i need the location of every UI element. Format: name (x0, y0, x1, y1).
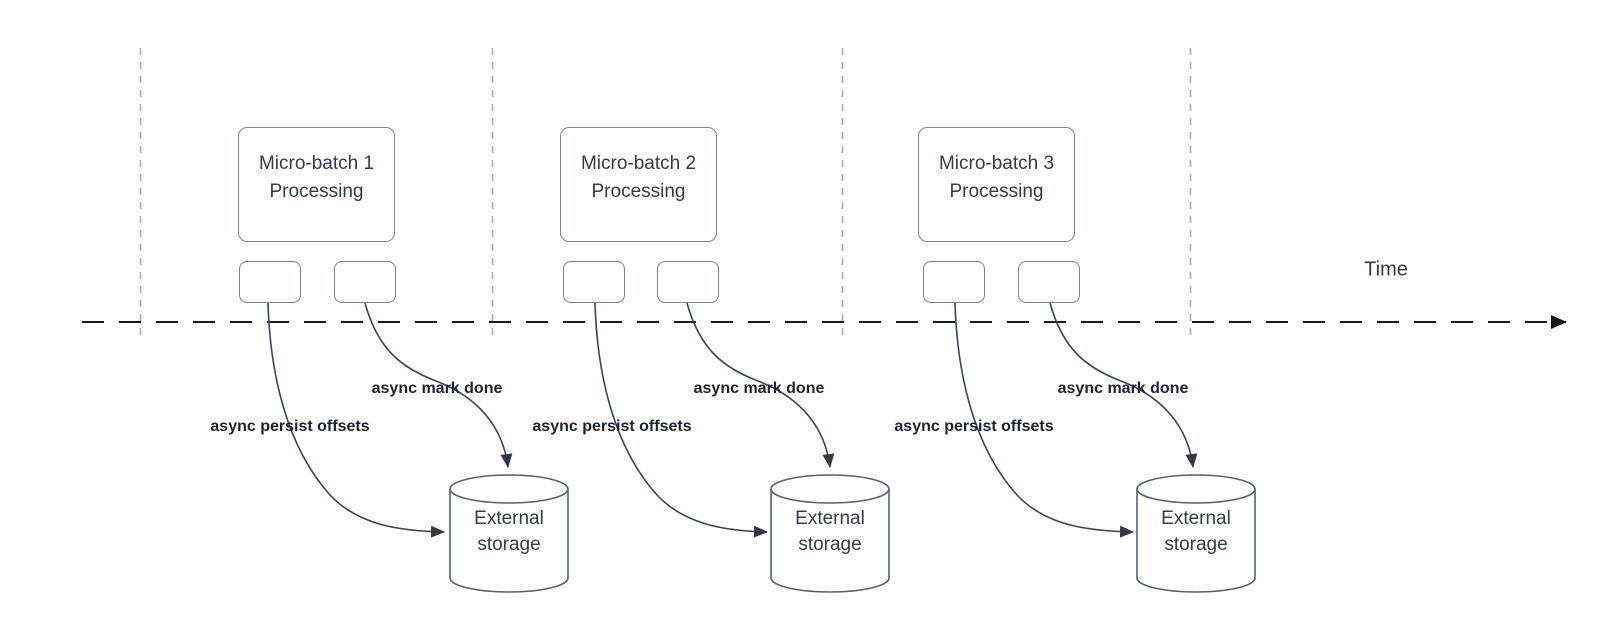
external-storage-cylinder-2 (770, 474, 890, 593)
external-storage-label-3: External storage (1161, 508, 1231, 555)
persist-offsets-label-3: async persist offsets (894, 418, 1054, 435)
micro-batch-2-processing-box: Micro-batch 2 Processing (560, 127, 717, 242)
mark-done-label-2: async mark done (693, 380, 825, 397)
external-storage-label-2: External storage (795, 508, 865, 555)
micro-batch-3-processing-box: Micro-batch 3 Processing (918, 127, 1075, 242)
micro-batch-1-processing-box: Micro-batch 1 Processing (238, 127, 395, 242)
time-axis-label: Time (1364, 258, 1408, 281)
external-storage-cylinder-3 (1136, 474, 1256, 593)
mark-done-label-3: async mark done (1057, 380, 1189, 397)
offset-commit-box-1a (239, 261, 301, 303)
mark-done-arrow-1 (364, 302, 513, 468)
persist-offsets-label-2: async persist offsets (532, 418, 692, 435)
persist-offsets-label-1: async persist offsets (210, 418, 370, 435)
mark-done-label-1: async mark done (371, 380, 503, 397)
offset-commit-box-1b (334, 261, 396, 303)
external-storage-cylinder-1 (449, 474, 569, 593)
persist-offsets-arrow-3 (954, 302, 1134, 538)
offset-commit-box-2a (563, 261, 625, 303)
mark-done-arrow-2 (686, 302, 835, 468)
mark-done-arrow-3 (1049, 302, 1198, 468)
external-storage-label-1: External storage (474, 508, 544, 555)
offset-commit-box-2b (657, 261, 719, 303)
persist-offsets-arrow-1 (267, 302, 445, 538)
offset-commit-box-3a (923, 261, 985, 303)
persist-offsets-arrow-2 (594, 302, 768, 538)
offset-commit-box-3b (1018, 261, 1080, 303)
